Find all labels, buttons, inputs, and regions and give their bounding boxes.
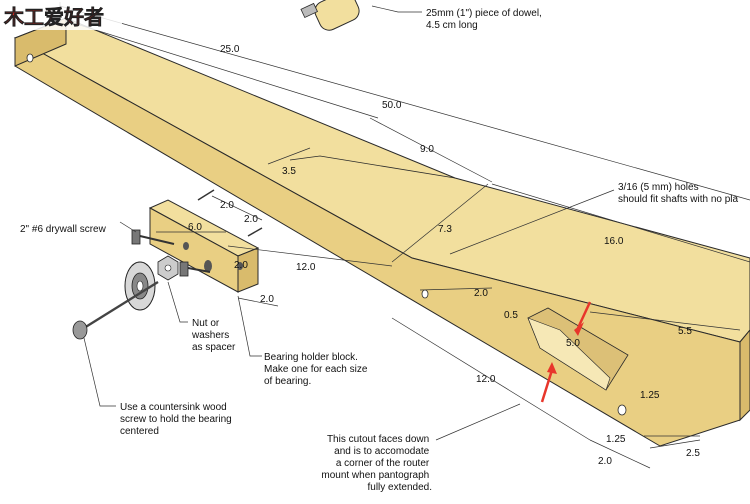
callout-holes: 3/16 (5 mm) holes should fit shafts with… [618, 182, 739, 205]
dim-2-d: 2.0 [260, 294, 274, 305]
dim-7-3: 7.3 [438, 224, 452, 235]
callout-block: Bearing holder block. Make one for each … [264, 352, 370, 387]
dim-9: 9.0 [420, 144, 434, 155]
dim-16: 16.0 [604, 236, 624, 247]
end-hole [26, 53, 34, 63]
dim-1-25-a: 1.25 [640, 390, 660, 401]
dim-2-a: 2.0 [220, 200, 234, 211]
nut-washer [157, 255, 179, 281]
watermark-logo: 木工爱好者 [0, 2, 122, 30]
dim-3-5: 3.5 [282, 166, 296, 177]
countersink-screw [72, 280, 159, 340]
callout-nut: Nut or washers as spacer [191, 318, 236, 353]
cutout-arrows [540, 301, 592, 403]
mid-hole [421, 289, 429, 299]
dim-2-b: 2.0 [244, 214, 258, 225]
dim-12-b: 12.0 [476, 374, 496, 385]
dim-1-25-b: 1.25 [606, 434, 626, 445]
drywall-screws [131, 189, 263, 277]
dim-5-5: 5.5 [678, 326, 692, 337]
dimension-lines [59, 2, 750, 469]
dowel [300, 0, 360, 31]
right-hole [617, 404, 627, 416]
wooden-arm [13, 17, 750, 447]
dimension-labels: 25.0 50.0 9.0 3.5 7.3 16.0 12.0 12.0 6.0… [188, 44, 700, 467]
callout-dowel: 25mm (1") piece of dowel, 4.5 cm long [426, 8, 545, 31]
dim-5-small: 5.0 [566, 338, 580, 349]
dim-2-5: 2.5 [686, 448, 700, 459]
dim-2-e: 2.0 [474, 288, 488, 299]
logo-text: 木工爱好者 [3, 5, 104, 29]
dim-12-a: 12.0 [296, 262, 316, 273]
dim-50: 50.0 [382, 100, 402, 111]
dim-2-c: 2.0 [234, 260, 248, 271]
arm-right-end [739, 329, 750, 422]
callout-countersink: Use a countersink wood screw to hold the… [120, 402, 235, 437]
dim-0-5: 0.5 [504, 310, 518, 321]
dim-25: 25.0 [220, 44, 240, 55]
bearing-holder-block [148, 199, 260, 293]
callout-screw: 2" #6 drywall screw [20, 224, 107, 235]
dim-6: 6.0 [188, 222, 202, 233]
dim-2-f: 2.0 [598, 456, 612, 467]
callout-cutout: This cutout faces down and is to accomod… [321, 434, 432, 493]
leader-lines [83, 5, 615, 441]
callouts: 25mm (1") piece of dowel, 4.5 cm long 3/… [20, 8, 739, 493]
